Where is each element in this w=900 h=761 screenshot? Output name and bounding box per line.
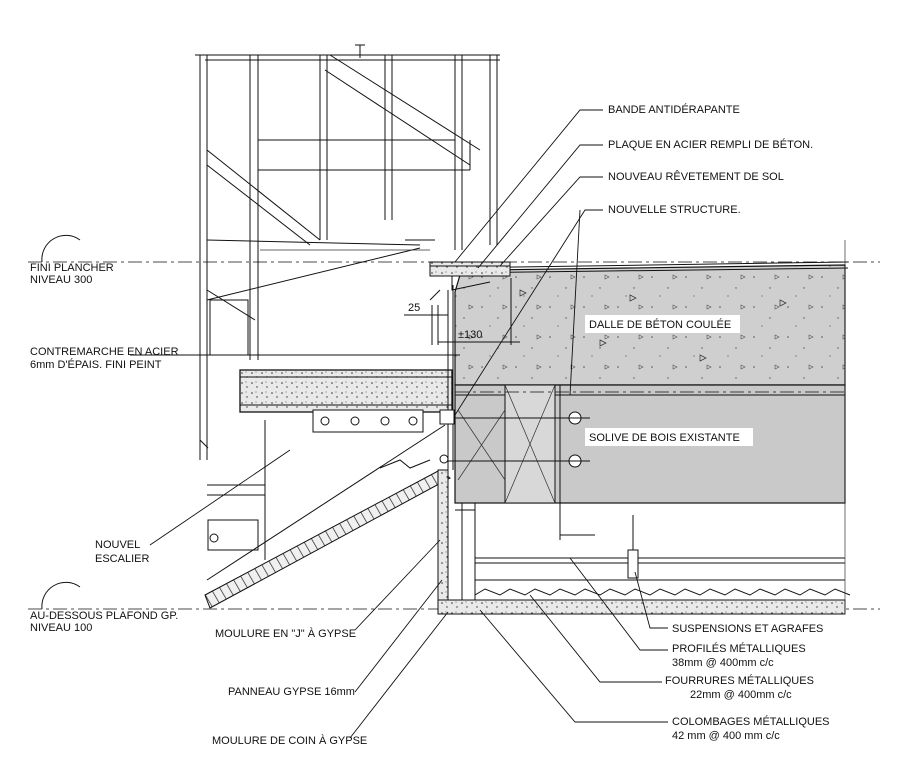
dim-25: 25 [408, 302, 420, 314]
label-dalle: DALLE DE BÉTON COULÉE [589, 318, 731, 331]
label-escalier-2: ESCALIER [95, 553, 149, 565]
label-contremarche-2: 6mm D'ÉPAIS. FINI PEINT [30, 358, 162, 371]
solive-label-bg [585, 428, 753, 446]
label-moulure-j: MOULURE EN "J" À GYPSE [215, 627, 356, 640]
label-fini-plancher-1: FINI PLANCHER [30, 262, 114, 274]
label-colombages-1: COLOMBAGES MÉTALLIQUES [672, 715, 830, 728]
label-suspensions: SUSPENSIONS ET AGRAFES [672, 623, 823, 635]
stair-nosing [429, 261, 511, 291]
ceiling-assembly [437, 240, 851, 615]
label-plaque: PLAQUE EN ACIER REMPLI DE BÉTON. [608, 138, 813, 151]
label-plafond-1: AU-DESSOUS PLAFOND GP. [30, 610, 178, 622]
label-fini-plancher-2: NIVEAU 300 [30, 274, 92, 286]
wood-joist [440, 384, 846, 540]
label-bande: BANDE ANTIDÉRAPANTE [608, 103, 740, 116]
label-profiles-2: 38mm @ 400mm c/c [672, 657, 774, 669]
new-stair [204, 420, 451, 609]
label-profiles-1: PROFILÉS MÉTALLIQUES [672, 642, 806, 655]
label-solive: SOLIVE DE BOIS EXISTANTE [589, 432, 740, 444]
label-fourrures-2: 22mm @ 400mm c/c [690, 689, 792, 701]
label-moulure-coin: MOULURE DE COIN À GYPSE [212, 734, 367, 747]
label-fourrures-1: FOURRURES MÉTALLIQUES [665, 674, 814, 687]
upper-stair-frame [195, 44, 500, 460]
dimension-marks [404, 278, 520, 345]
label-escalier-1: NOUVEL [95, 539, 140, 551]
label-structure: NOUVELLE STRUCTURE. [608, 204, 741, 216]
label-colombages-2: 42 mm @ 400 mm c/c [672, 730, 780, 742]
label-plafond-2: NIVEAU 100 [30, 622, 92, 634]
label-contremarche-1: CONTREMARCHE EN ACIER [30, 346, 179, 358]
annotations: BANDE ANTIDÉRAPANTE PLAQUE EN ACIER REMP… [30, 103, 830, 747]
label-revetement: NOUVEAU RÊVETEMENT DE SOL [608, 170, 784, 183]
label-panneau: PANNEAU GYPSE 16mm [228, 686, 355, 698]
dim-130: ±130 [458, 329, 482, 341]
leader-lines [130, 109, 668, 739]
dalle-label-bg [585, 315, 740, 333]
steel-landing [239, 285, 455, 470]
